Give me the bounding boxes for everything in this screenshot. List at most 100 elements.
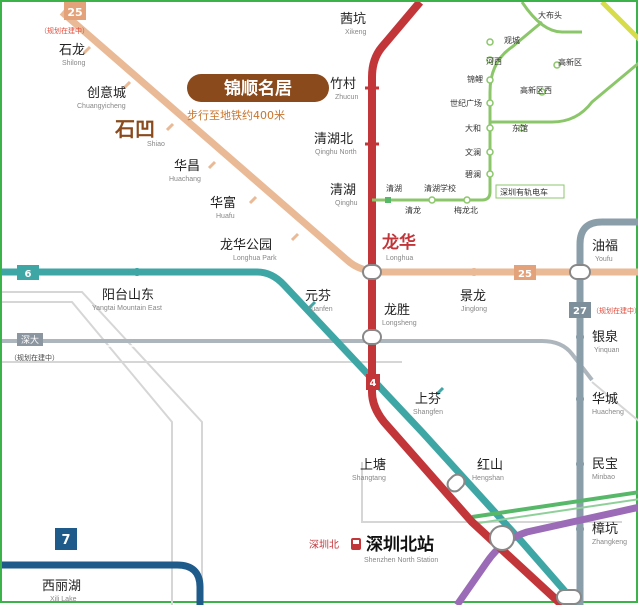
tram-legend-box	[495, 184, 565, 199]
station-shilong: 石龙	[59, 43, 85, 58]
station-longhua-node	[362, 264, 382, 280]
station-longhua: 龙华	[381, 232, 416, 253]
station-yinquan: 银泉	[592, 329, 618, 345]
station-shangtang-en: Shangtang	[352, 475, 386, 482]
station-shangfen-en: Shangfen	[413, 409, 443, 416]
line-4-ticks	[365, 86, 379, 146]
tram-biwan: 碧澜	[465, 169, 481, 179]
station-shenzhenbei-rail: 深圳北	[309, 539, 339, 551]
station-youfu: 油福	[592, 239, 618, 254]
station-yuanfen: 元芬	[305, 289, 331, 304]
station-longhuagongyuan: 龙华公园	[220, 238, 272, 253]
station-shilong-en: Shilong	[62, 60, 85, 67]
tram-gaoxinquxi: 高新区西	[520, 85, 552, 95]
station-longhua-en: Longhua	[386, 255, 413, 262]
station-jinglong: 景龙	[460, 289, 486, 304]
line-green[interactable]	[471, 490, 638, 525]
shenda-badge-label: 深大	[21, 334, 39, 346]
line-6-badge-label: 6	[25, 269, 32, 280]
line-6-ticks	[135, 268, 445, 396]
line-25-badge-right-label: 25	[518, 269, 532, 280]
station-zhangkeng-south-node	[556, 589, 582, 605]
line-shenda[interactable]: 深大 （规划在建中）	[2, 333, 594, 385]
station-shiao: 石凹	[114, 117, 155, 141]
station-shenzhennorth-en: Shenzhen North Station	[364, 557, 438, 564]
station-ticks	[82, 45, 476, 276]
station-qinghu: 清湖	[330, 183, 356, 198]
station-hongshan-node	[446, 473, 466, 493]
tram-qinghuxuexiao: 清湖学校	[424, 183, 456, 193]
station-xikeng-en: Xikeng	[345, 29, 367, 36]
station-longsheng-en: Longsheng	[382, 320, 417, 327]
line-7-badge	[55, 528, 77, 550]
background-tracks	[2, 291, 638, 605]
station-youfu-node	[569, 264, 591, 280]
promo-title: 锦顺名居	[224, 78, 292, 99]
line-yellow[interactable]	[600, 2, 638, 42]
tram-dongwei: 东馆	[512, 123, 528, 133]
station-yuanfen-en: Yuanfen	[307, 306, 333, 313]
station-huachang-en: Huachang	[169, 176, 201, 183]
line-25-badge-top-label: 25	[67, 6, 82, 19]
tram-wenlan: 文澜	[465, 147, 481, 157]
line-27-ticks	[576, 335, 584, 531]
tram-qinghu: 清湖	[386, 183, 402, 193]
station-huacheng: 华城	[592, 392, 618, 407]
station-qinghubei-en: Qinghu North	[315, 149, 357, 156]
promo-callout: 锦顺名居 步行至地铁约400米	[187, 74, 329, 122]
tram-legend-label: 深圳有轨电车	[500, 187, 548, 197]
station-huacheng-en: Huacheng	[592, 409, 624, 416]
tram-labels: 大布头 观城 河西 锦鲤 世纪广场 大和 文澜 碧澜 高新区 高新区西 东馆 清…	[386, 10, 582, 215]
station-qinghubei: 清湖北	[314, 132, 353, 147]
station-zhucun-en: Zhucun	[335, 94, 358, 101]
station-yinquan-en: Yinquan	[594, 347, 620, 354]
tram-qinglong: 清龙	[405, 205, 421, 215]
tram-line[interactable]	[372, 2, 638, 202]
station-longhuagongyuan-en: Longhua Park	[233, 255, 277, 262]
station-xilihu-en: Xili Lake	[50, 596, 77, 603]
line-4[interactable]: 4	[366, 2, 565, 605]
line-27-badge-label: 27	[573, 306, 587, 317]
station-longsheng: 龙胜	[384, 303, 410, 318]
line-25-badge-top	[64, 2, 86, 20]
line-27-planned-note: （规划在建中）	[592, 306, 638, 315]
station-zhucun: 竹村	[330, 77, 356, 92]
station-huachang: 华昌	[174, 159, 200, 174]
tram-hexi: 河西	[486, 56, 502, 66]
transfer-stations[interactable]	[362, 264, 591, 605]
line-25-planned-note: （规划在建中）	[40, 26, 89, 35]
line-4-badge-label: 4	[370, 378, 377, 389]
tram-dahe: 大和	[465, 123, 481, 133]
tram-guancheng: 观城	[504, 36, 520, 45]
station-shenzhennorth-node	[489, 525, 515, 551]
station-zhangkeng-en: Zhangkeng	[592, 539, 627, 546]
tram-meilongbei: 梅龙北	[454, 205, 478, 215]
line-7[interactable]: 7	[2, 528, 204, 605]
station-minbao: 民宝	[592, 457, 618, 472]
promo-subtitle: 步行至地铁约400米	[187, 109, 285, 122]
tram-jinqiang: 锦鲤	[467, 74, 483, 84]
station-minbao-en: Minbao	[592, 474, 615, 481]
station-zhangkeng: 樟坑	[592, 522, 618, 537]
station-chuangyicheng-en: Chuangyicheng	[77, 103, 126, 110]
tram-dabutou: 大布头	[538, 10, 562, 20]
station-xilihu: 西丽湖	[42, 579, 81, 594]
station-shiao-en: Shiao	[147, 141, 165, 148]
train-icon-window	[353, 540, 359, 544]
shenda-planned-note: （规划在建中）	[10, 353, 59, 362]
station-hongshan: 红山	[477, 457, 503, 473]
station-labels: 石龙 Shilong 创意城 Chuangyicheng 石凹 Shiao 华昌…	[42, 12, 627, 603]
station-yangtaishandong: 阳台山东	[102, 288, 154, 303]
station-youfu-en: Youfu	[595, 256, 613, 263]
station-shangtang: 上塘	[360, 457, 386, 473]
station-shangfen: 上芬	[415, 392, 441, 407]
line-4-badge	[366, 374, 380, 390]
station-shenzhennorth: 深圳北站	[366, 534, 434, 555]
station-yangtaishandong-en: Yangtai Mountain East	[92, 305, 162, 312]
line-27[interactable]: 27 （规划在建中）	[569, 218, 638, 605]
station-huafu-en: Huafu	[216, 213, 235, 220]
tram-stations	[428, 38, 561, 204]
station-chuangyicheng: 创意城	[87, 85, 126, 101]
